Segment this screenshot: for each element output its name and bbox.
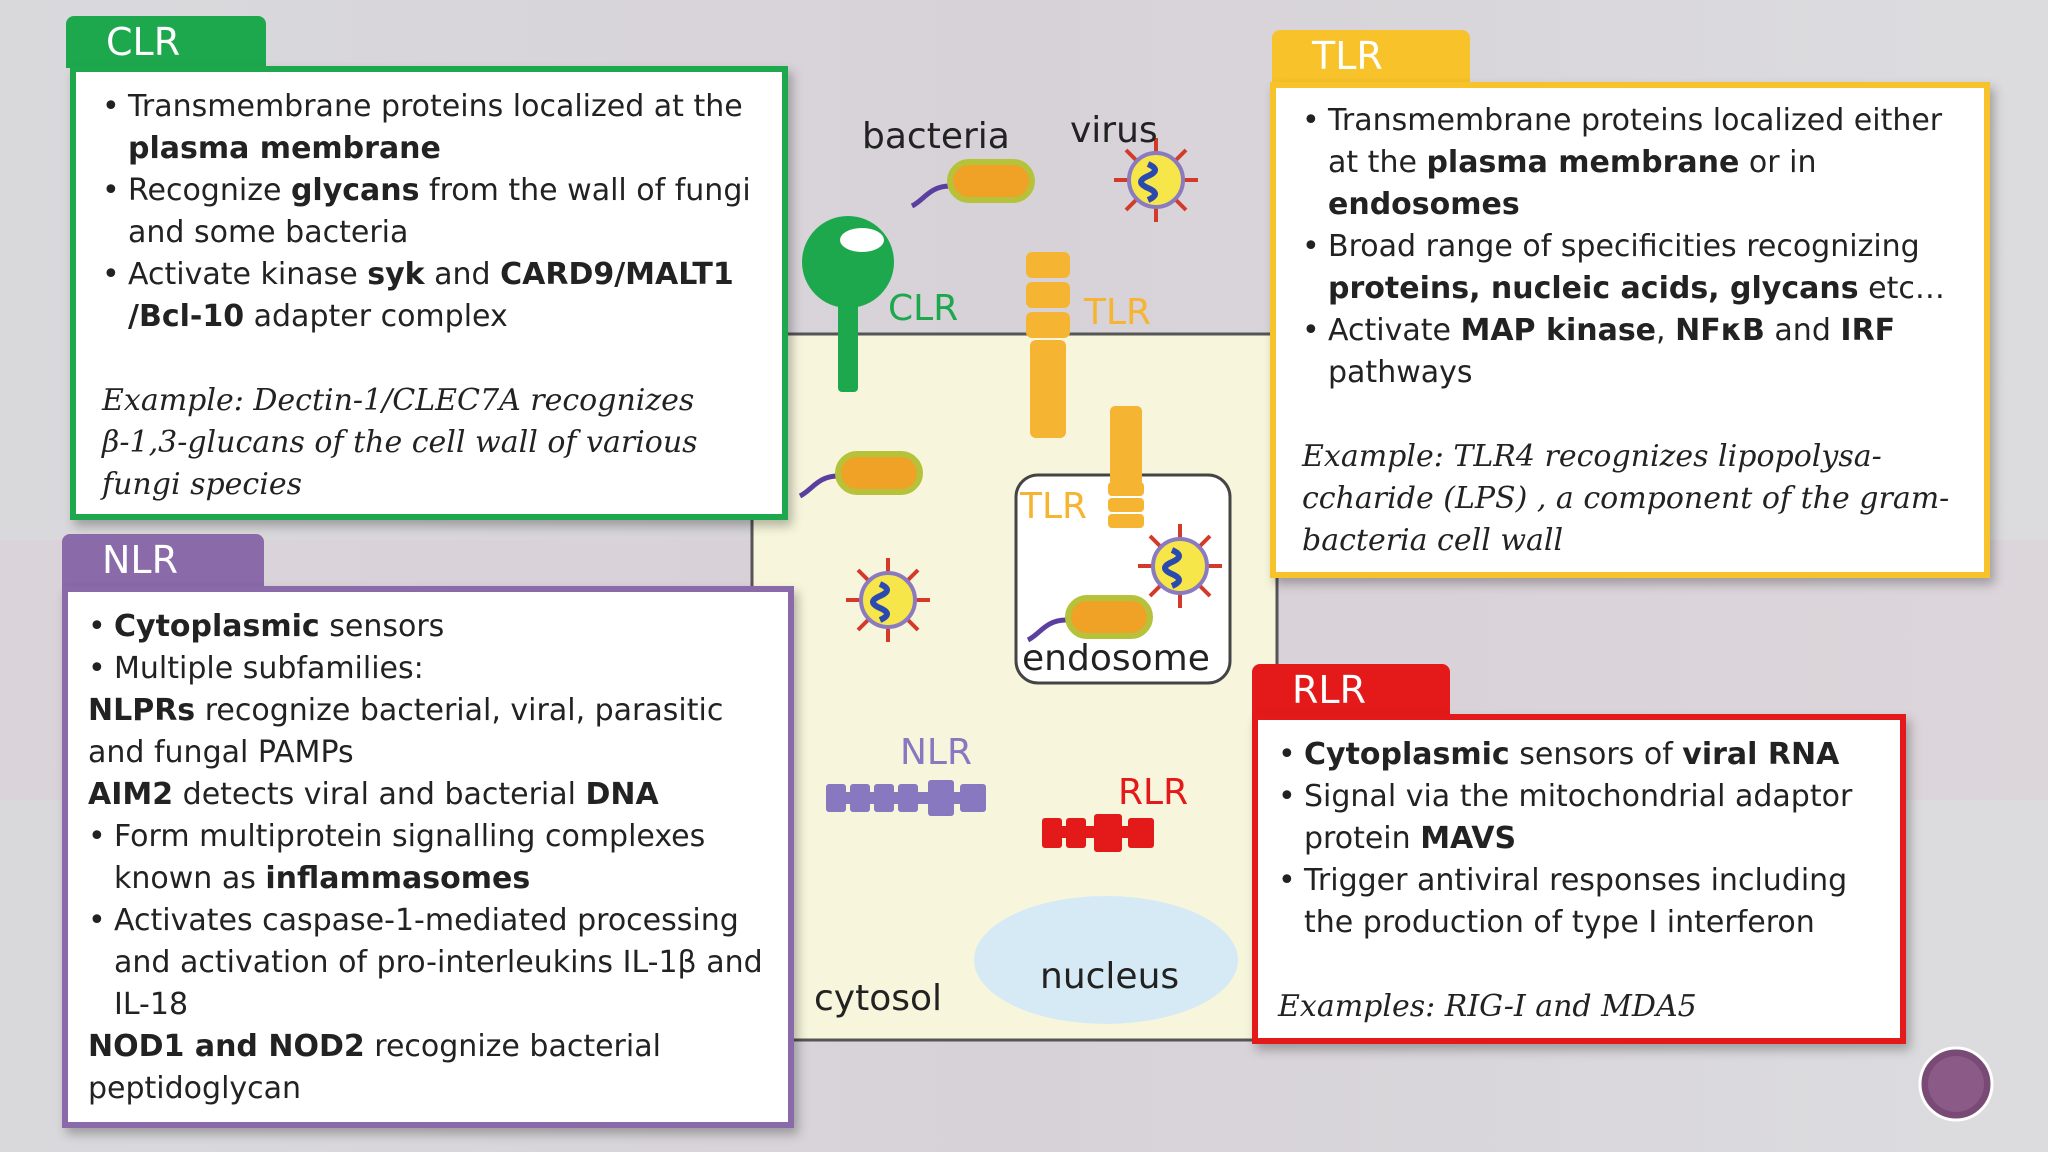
- label-tlr-endosome: TLR: [1019, 486, 1087, 527]
- clr-bullet-1: Transmembrane proteins localized at the …: [102, 86, 760, 170]
- emblem-icon: [1918, 1046, 1994, 1122]
- virus-endosome: [1138, 524, 1222, 608]
- nlr-tab: NLR: [62, 534, 264, 586]
- tlr-tab: TLR: [1272, 30, 1470, 82]
- rlr-bullet-1: Cytoplasmic sensors of viral RNA: [1278, 734, 1880, 776]
- bacterium-cytosol: [798, 451, 923, 499]
- rlr-card: Cytoplasmic sensors of viral RNA Signal …: [1252, 714, 1906, 1044]
- rlr-protein: [1042, 814, 1154, 852]
- rlr-example: Examples: RIG-I and MDA5: [1278, 989, 1697, 1024]
- tlr-example: Example: TLR4 recognizes lipopolysa-ccha…: [1302, 439, 1950, 558]
- tlr-bullet-3: Activate MAP kinase, NFκB and IRF pathwa…: [1302, 310, 1964, 394]
- tlr-endosome-receptor: [1108, 406, 1144, 528]
- virus-outside: [1114, 138, 1198, 222]
- clr-example: Example: Dectin-1/CLEC7A recognizes β-1,…: [102, 383, 698, 502]
- nlr-bullet-1: Cytoplasmic sensors: [88, 606, 768, 648]
- clr-bullet-3: Activate kinase syk and CARD9/MALT1 /Bcl…: [102, 254, 760, 338]
- clr-tab: CLR: [66, 16, 266, 68]
- clr-bullet-2: Recognize glycans from the wall of fungi…: [102, 170, 760, 254]
- label-virus: virus: [1070, 110, 1158, 151]
- nlr-card: Cytoplasmic sensors Multiple subfamilies…: [62, 586, 794, 1128]
- label-cytosol: cytosol: [814, 978, 942, 1019]
- label-clr: CLR: [888, 288, 958, 329]
- nlr-bullet-4: Activates caspase-1-mediated processing …: [88, 900, 768, 1026]
- label-endosome: endosome: [1022, 638, 1210, 679]
- label-nlr: NLR: [900, 732, 972, 773]
- tlr-bullet-2: Broad range of specificities recognizing…: [1302, 226, 1964, 310]
- nlr-aim2: AIM2 detects viral and bacterial DNA: [88, 777, 659, 812]
- tlr-card: Transmembrane proteins localized either …: [1270, 82, 1990, 578]
- nlr-nod: NOD1 and NOD2 recognize bacterial peptid…: [88, 1029, 661, 1106]
- label-bacteria: bacteria: [862, 116, 1010, 157]
- clr-card: Transmembrane proteins localized at the …: [70, 66, 788, 520]
- label-nucleus: nucleus: [1040, 956, 1179, 997]
- nucleus-shape: [974, 896, 1238, 1024]
- virus-cytosol: [846, 558, 930, 642]
- nlr-bullet-2: Multiple subfamilies:: [88, 648, 768, 690]
- rlr-bullet-2: Signal via the mitochondrial adaptor pro…: [1278, 776, 1880, 860]
- clr-receptor: [802, 216, 894, 392]
- label-rlr: RLR: [1118, 772, 1188, 813]
- tlr-surface-receptor: [1026, 252, 1070, 438]
- nlr-nlprs: NLPRs recognize bacterial, viral, parasi…: [88, 693, 724, 770]
- bacterium-endosome: [1026, 595, 1153, 643]
- nlr-protein: [826, 780, 986, 816]
- rlr-tab: RLR: [1252, 664, 1450, 716]
- rlr-bullet-3: Trigger antiviral responses including th…: [1278, 860, 1880, 944]
- label-tlr-surface: TLR: [1083, 292, 1151, 333]
- bacterium-outside: [910, 159, 1035, 209]
- tlr-bullet-1: Transmembrane proteins localized either …: [1302, 100, 1964, 226]
- nlr-bullet-3: Form multiprotein signalling complexes k…: [88, 816, 768, 900]
